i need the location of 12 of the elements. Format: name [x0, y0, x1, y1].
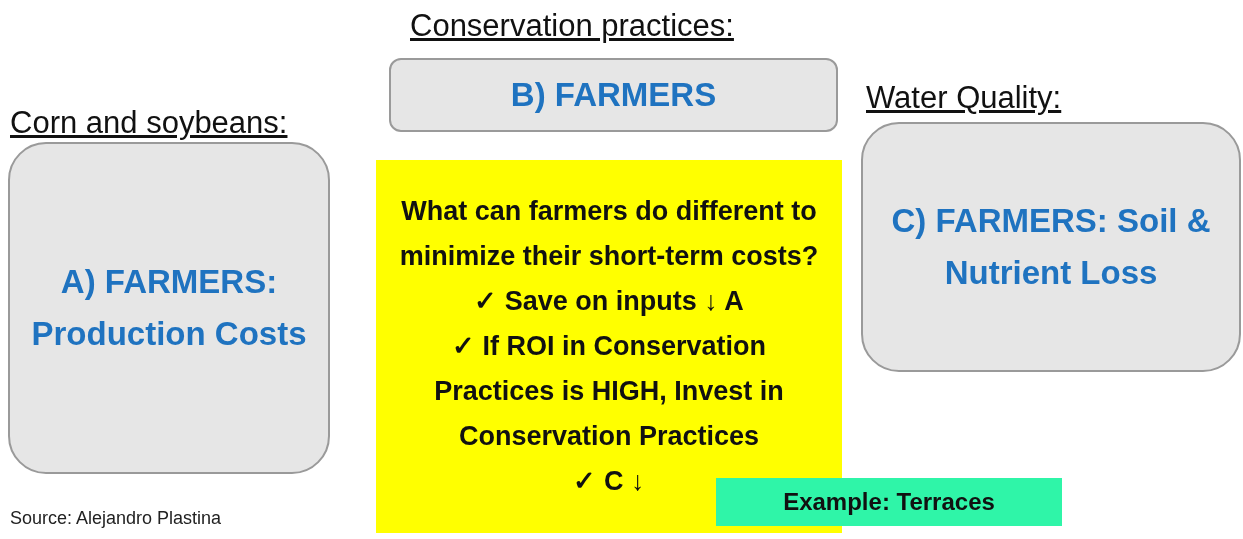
box-label: ✓ If ROI in Conservation Practices is HIGH, Invest in Conservation Practices [433, 330, 785, 453]
box-label: A) FARMERS: Production Costs [30, 262, 308, 354]
source-note: Source: Alejandro Plastina [10, 508, 222, 529]
box-label: Example: Terraces [783, 488, 995, 516]
box-label: ✓ Save on inputs ↓ A [474, 285, 744, 318]
box-label: ✓ C ↓ [573, 465, 645, 498]
box-label: C) FARMERS: Soil & Nutrient Loss [890, 201, 1212, 293]
section-heading: Conservation practices: [410, 8, 734, 44]
box-label: What can farmers do different to minimize their short-term costs? [398, 195, 820, 273]
section-heading: Water Quality: [866, 80, 1062, 116]
section-heading: Corn and soybeans: [10, 105, 288, 141]
box-label: B) FARMERS [510, 75, 717, 115]
